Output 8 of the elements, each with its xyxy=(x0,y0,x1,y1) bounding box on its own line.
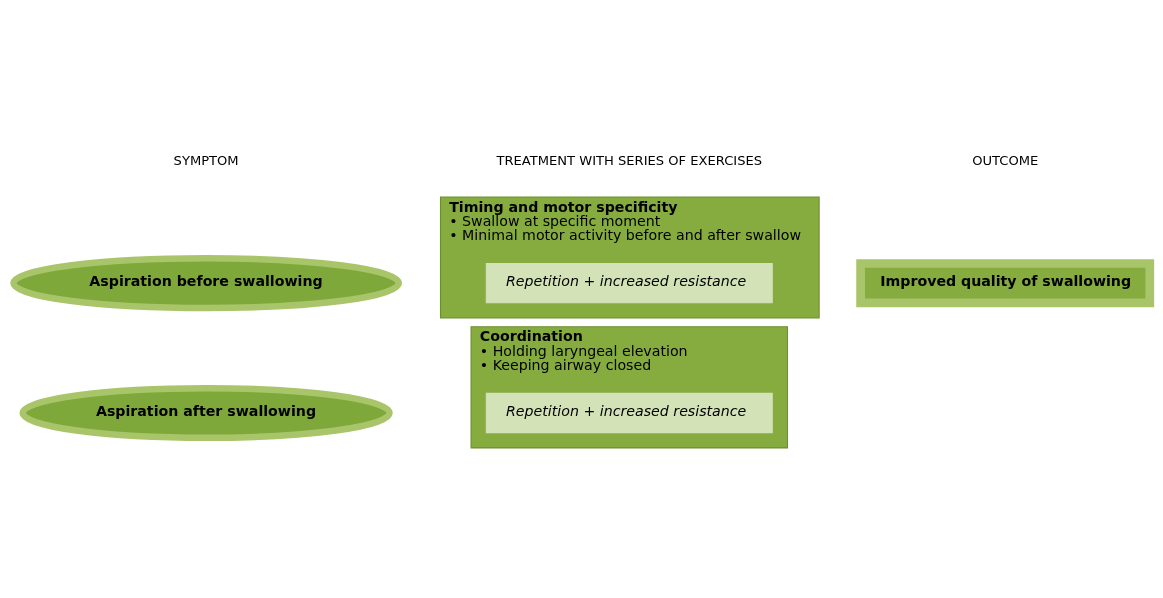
label: SYMPTOM xyxy=(173,152,239,168)
label: OUTCOME xyxy=(972,152,1039,168)
node-box: Improved quality of swallowing xyxy=(856,258,1155,307)
node-box: Repetition + increased resistance xyxy=(485,262,773,303)
node-ellipse: Aspiration after swallowing xyxy=(19,384,393,441)
node-box: Repetition + increased resistance xyxy=(485,392,773,433)
node-ellipse: Aspiration before swallowing xyxy=(10,254,403,311)
label: TREATMENT WITH SERIES OF EXERCISES xyxy=(496,152,763,168)
